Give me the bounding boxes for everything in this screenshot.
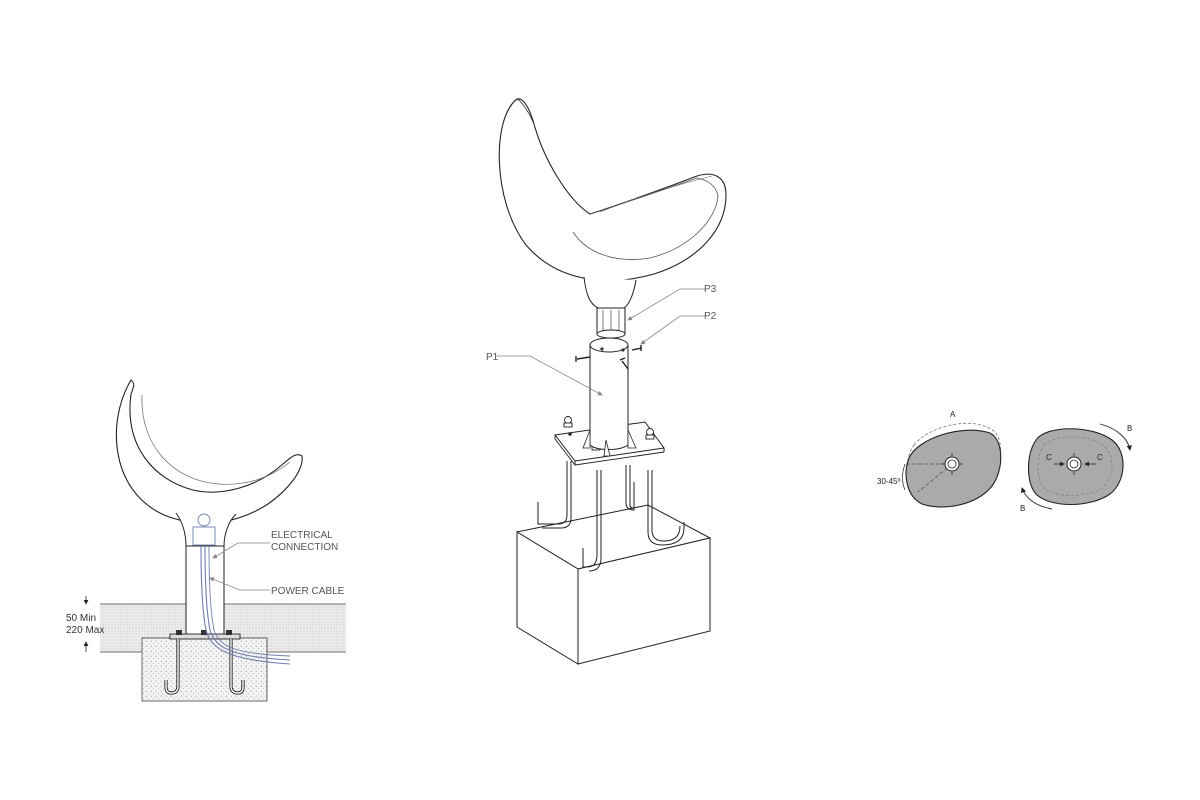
label-power-cable: POWER CABLE [271,586,345,597]
screws-p2 [575,345,643,370]
label-c-left: C [1046,453,1052,462]
label-c-right: C [1097,453,1103,462]
crescent-seat [115,379,303,524]
concrete-block-right [577,537,711,665]
seat-shell [498,98,727,282]
side-view: ELECTRICAL CONNECTION POWER CABLE 50 Min… [66,379,346,702]
label-b-top: B [1127,424,1132,433]
part-label-p2: P2 [704,311,717,322]
exploded-view: P3 P2 P1 [486,98,727,665]
anchor-rods [537,461,685,572]
part-label-p1: P1 [486,352,499,363]
rotation-arrow-bottom [1021,487,1053,510]
rotation-view: A 30-45º C C B B [877,410,1132,513]
label-a: A [950,410,956,419]
depth-max-label: 220 Max [66,625,104,636]
part-label-p3: P3 [704,284,717,295]
depth-min-label: 50 Min [66,613,96,624]
label-electrical-connection-line1: ELECTRICAL [271,530,333,541]
lamp-bulb [197,513,211,527]
concrete-footing [141,637,268,702]
connection-box [192,526,216,546]
rotation-arrow-top [1099,423,1132,451]
seat-neck [583,276,637,309]
label-angle: 30-45º [877,477,900,486]
post-p1 [589,345,629,450]
label-electrical-connection-line2: CONNECTION [271,542,338,553]
label-b-bottom: B [1020,504,1025,513]
power-cable [200,545,291,665]
